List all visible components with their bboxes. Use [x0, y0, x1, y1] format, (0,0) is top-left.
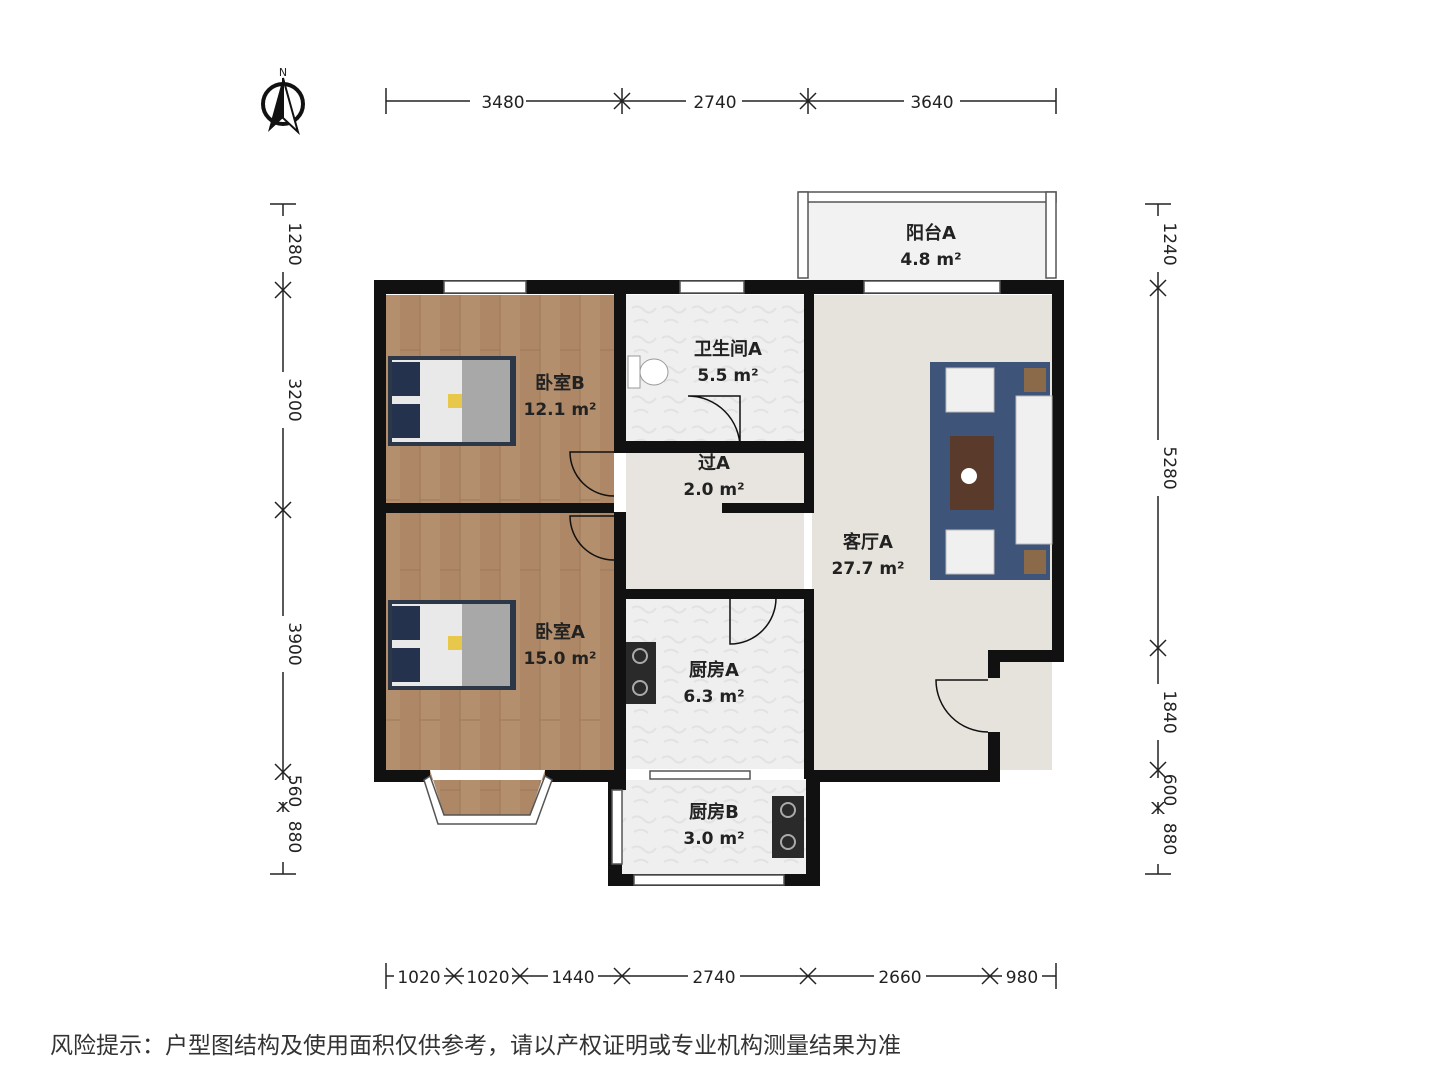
dimension-right	[1145, 203, 1171, 875]
svg-text:1280: 1280	[284, 222, 304, 265]
svg-text:600: 600	[1159, 774, 1179, 806]
svg-text:厨房B: 厨房B	[689, 801, 739, 823]
svg-text:880: 880	[284, 821, 304, 853]
room-label-balcony-a: 阳台A 4.8 m²	[900, 222, 961, 270]
room-label-bedroom-a: 卧室A 15.0 m²	[523, 621, 596, 669]
svg-text:卧室B: 卧室B	[535, 372, 585, 394]
dimension-left	[270, 203, 296, 875]
dimension-bottom	[385, 963, 1057, 989]
svg-text:2740: 2740	[693, 93, 736, 113]
svg-text:3900: 3900	[284, 622, 304, 665]
svg-text:880: 880	[1159, 823, 1179, 855]
svg-text:N: N	[279, 66, 287, 79]
svg-text:3200: 3200	[284, 378, 304, 421]
room-label-hallway-a: 过A 2.0 m²	[683, 452, 744, 500]
svg-text:5280: 5280	[1159, 446, 1179, 489]
stove-icon	[626, 642, 804, 858]
dimension-top	[385, 88, 1057, 114]
svg-text:2740: 2740	[692, 968, 735, 988]
svg-text:3480: 3480	[481, 93, 524, 113]
bed-a	[388, 600, 516, 690]
dimension-top-labels: 3480 2740 3640	[481, 93, 953, 113]
svg-text:12.1 m²: 12.1 m²	[523, 400, 596, 420]
svg-text:15.0 m²: 15.0 m²	[523, 649, 596, 669]
toilet-icon	[627, 355, 669, 389]
svg-text:5.5 m²: 5.5 m²	[697, 366, 758, 386]
room-label-bedroom-b: 卧室B 12.1 m²	[523, 372, 596, 420]
room-label-kitchen-b: 厨房B 3.0 m²	[683, 801, 744, 849]
svg-text:1240: 1240	[1159, 222, 1179, 265]
dimension-left-labels: 1280 3200 3900 560 880	[284, 222, 304, 853]
north-arrow-icon: N	[261, 66, 305, 136]
room-label-living-a: 客厅A 27.7 m²	[831, 531, 904, 579]
svg-text:1020: 1020	[466, 968, 509, 988]
svg-text:2.0 m²: 2.0 m²	[683, 480, 744, 500]
svg-text:客厅A: 客厅A	[843, 531, 893, 553]
svg-text:厨房A: 厨房A	[689, 659, 739, 681]
dimension-bottom-labels: 1020 1020 1440 2740 2660 980	[397, 968, 1038, 988]
door-swings	[569, 395, 989, 733]
svg-text:6.3 m²: 6.3 m²	[683, 687, 744, 707]
svg-text:1020: 1020	[397, 968, 440, 988]
svg-text:27.7 m²: 27.7 m²	[831, 559, 904, 579]
svg-text:1840: 1840	[1159, 690, 1179, 733]
dimension-right-labels: 1240 5280 1840 600 880	[1159, 222, 1179, 855]
svg-text:卧室A: 卧室A	[535, 621, 585, 643]
svg-text:560: 560	[284, 775, 304, 807]
svg-text:3.0 m²: 3.0 m²	[683, 829, 744, 849]
svg-text:2660: 2660	[878, 968, 921, 988]
bed-b	[388, 356, 516, 446]
svg-text:阳台A: 阳台A	[906, 222, 956, 244]
room-label-bathroom-a: 卫生间A 5.5 m²	[694, 338, 762, 386]
svg-text:4.8 m²: 4.8 m²	[900, 250, 961, 270]
disclaimer-text: 风险提示：户型图结构及使用面积仅供参考，请以产权证明或专业机构测量结果为准	[50, 1033, 901, 1059]
walls	[374, 280, 1064, 886]
windows	[423, 191, 1057, 886]
svg-text:3640: 3640	[910, 93, 953, 113]
living-furniture	[930, 362, 1053, 580]
svg-text:卫生间A: 卫生间A	[694, 338, 762, 360]
svg-text:980: 980	[1006, 968, 1038, 988]
svg-text:过A: 过A	[698, 452, 730, 474]
room-label-kitchen-a: 厨房A 6.3 m²	[683, 659, 744, 707]
svg-text:1440: 1440	[551, 968, 594, 988]
